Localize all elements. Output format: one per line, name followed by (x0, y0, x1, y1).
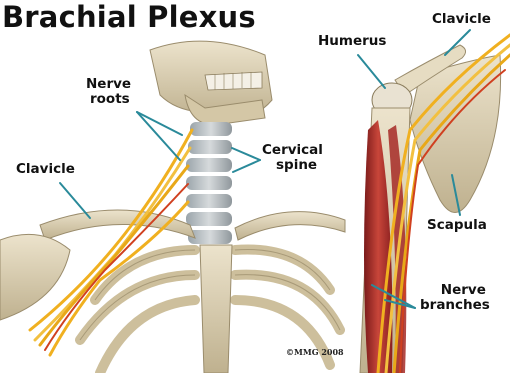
diagram-title: Brachial Plexus (2, 0, 256, 34)
label-cervical-spine: Cervical spine (262, 143, 323, 173)
left-panel-anatomy (0, 41, 345, 373)
clavicle-bone (40, 210, 195, 240)
label-clavicle-left: Clavicle (16, 162, 75, 177)
label-nerve-branches: Nerve branches (420, 283, 490, 313)
teeth (205, 72, 262, 90)
cervical-spine (186, 122, 232, 244)
label-humerus: Humerus (318, 34, 386, 49)
label-clavicle-right: Clavicle (432, 12, 491, 27)
label-nerve-roots: Nerve roots (86, 77, 131, 107)
copyright-notice: ©MMG 2008 (286, 347, 344, 357)
label-scapula: Scapula (427, 218, 487, 233)
sternum (200, 245, 232, 373)
